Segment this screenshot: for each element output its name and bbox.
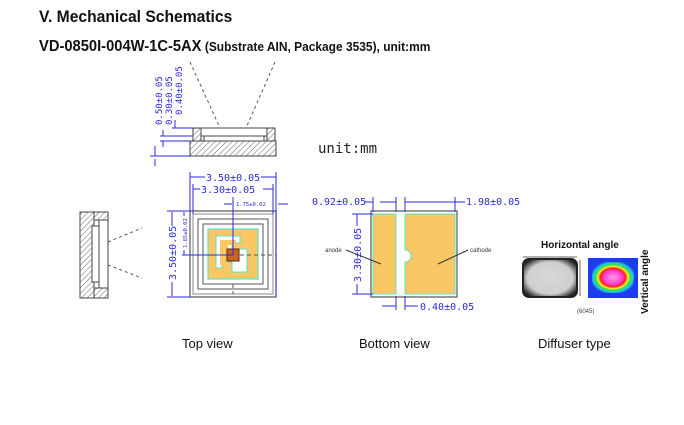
- dim-base-height: 0.30±0.05: [165, 76, 175, 125]
- beam-line-right: [245, 61, 276, 129]
- substrate-body: [189, 140, 277, 157]
- dim-anode-width: 0.92±0.05: [312, 197, 366, 208]
- anode-label: anode: [325, 248, 342, 254]
- vertical-angle-label: Vertical angle: [640, 249, 651, 314]
- horizontal-angle-label: Horizontal angle: [541, 240, 619, 251]
- dim-center-y: 1.65±0.02: [183, 218, 189, 248]
- part-heading: VD-0850I-004W-1C-5AX (Substrate AIN, Pac…: [39, 38, 430, 56]
- dim-outer-height: 3.50±0.05: [168, 226, 179, 280]
- section-title: V. Mechanical Schematics: [39, 7, 233, 26]
- lens-window: [200, 127, 268, 137]
- dim-center-x: 1.75±0.02: [236, 202, 266, 208]
- dim-cathode-width: 1.98±0.05: [466, 197, 520, 208]
- anode-pad: [372, 213, 397, 295]
- cathode-pad: [404, 213, 456, 295]
- bottom-view-caption: Bottom view: [359, 336, 430, 351]
- beam-line-left: [189, 61, 221, 129]
- diffuser-images: [522, 256, 638, 298]
- top-view-drawing: 3.50±0.05 3.30±0.05 1.75±0.02 3.50±0.05 …: [167, 172, 288, 298]
- unit-label: unit:mm: [318, 141, 378, 157]
- cathode-label: cathode: [470, 248, 492, 254]
- dim-gap: 0.40±0.05: [420, 302, 474, 313]
- side-section-view: [79, 211, 143, 299]
- dim-inner-width: 3.30±0.05: [201, 185, 255, 196]
- dim-pad-height: 3.30±0.05: [353, 228, 364, 282]
- dim-outer-width: 3.50±0.05: [206, 173, 260, 184]
- diffuser-code: (6045): [577, 309, 595, 315]
- dim-window-height: 0.40±0.05: [175, 66, 185, 115]
- side-profile-view: 0.50±0.05 0.30±0.05 0.40±0.05: [150, 61, 277, 166]
- diffuser-photo: [522, 258, 578, 298]
- top-view-caption: Top view: [182, 336, 233, 351]
- intensity-heatmap: [592, 262, 634, 293]
- part-number: VD-0850I-004W-1C-5AX: [39, 38, 202, 55]
- part-details: (Substrate AIN, Package 3535), unit:mm: [201, 39, 431, 54]
- dim-total-height: 0.50±0.05: [155, 76, 165, 125]
- diffuser-caption: Diffuser type: [538, 336, 611, 351]
- bottom-view-drawing: anode cathode 0.92±0.05 1.98±0.05 3.30±0…: [312, 197, 520, 313]
